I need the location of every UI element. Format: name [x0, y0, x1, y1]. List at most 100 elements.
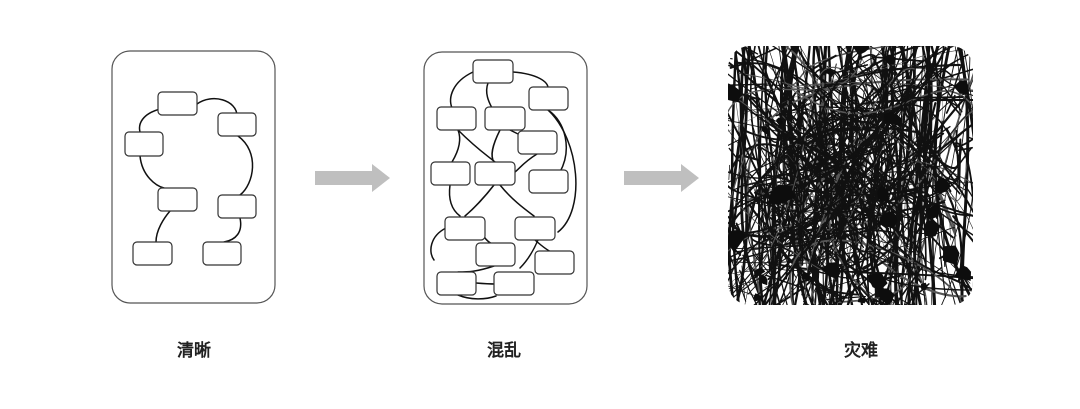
tangle-stroke: [839, 46, 849, 53]
clear-link: [155, 210, 171, 243]
tangle-stroke: [934, 175, 951, 194]
tangle-stroke: [845, 259, 850, 280]
tangle-stroke: [885, 46, 973, 250]
clear-link: [196, 97, 238, 117]
tangle-stroke: [847, 201, 858, 208]
chaos-link: [448, 184, 461, 217]
chaos-node: [517, 130, 558, 155]
clear-node: [217, 194, 257, 219]
tangle-stroke: [907, 140, 914, 187]
tangle-stroke: [874, 139, 880, 156]
tangle-stroke: [728, 135, 746, 156]
tangle-stroke: [913, 125, 951, 152]
chaos-node: [472, 59, 514, 84]
tangle-stroke: [776, 117, 784, 125]
tangle-stroke: [728, 251, 747, 302]
clear-node: [217, 112, 257, 137]
tangle-stroke: [746, 189, 759, 235]
tangle-stroke: [743, 46, 759, 55]
tangle-stroke: [883, 54, 897, 65]
chaos-node: [444, 216, 486, 241]
clear-node: [202, 241, 242, 266]
chaos-node: [493, 271, 535, 296]
tangle-stroke: [852, 86, 866, 123]
tangle-stroke: [866, 292, 878, 301]
tangle-stroke: [961, 74, 973, 108]
tangle-stroke: [728, 230, 746, 253]
tangle-stroke: [823, 227, 867, 236]
chaos-link: [499, 184, 535, 217]
tangle-stroke: [877, 185, 890, 202]
tangle-stroke: [849, 46, 930, 166]
tangle-stroke: [738, 92, 761, 101]
tangle-stroke: [924, 203, 940, 220]
tangle-stroke: [830, 64, 869, 75]
tangle-stroke: [908, 267, 922, 283]
tangle-stroke: [786, 46, 973, 86]
disaster-stage: [728, 46, 973, 305]
tangle-stroke: [753, 293, 763, 302]
tangle-stroke: [812, 46, 828, 305]
tangle-stroke: [884, 93, 973, 209]
tangle-stroke: [888, 150, 916, 201]
clear-links: [138, 97, 254, 243]
chaos-link: [451, 129, 461, 163]
tangle-stroke: [867, 240, 897, 266]
tangle-stroke: [728, 126, 741, 147]
chaos-link: [449, 71, 474, 109]
chaos-stage: [423, 51, 588, 305]
tangle-stroke: [779, 132, 880, 193]
tangle-stroke: [777, 46, 785, 83]
tangle-stroke: [857, 297, 867, 304]
tangle-stroke: [737, 154, 902, 305]
tangle-stroke: [883, 112, 902, 127]
arrow-right-icon: [624, 164, 699, 192]
tangle-stroke: [827, 64, 923, 246]
tangle-stroke: [821, 138, 934, 234]
tangle-stroke: [849, 64, 883, 97]
chaos-node: [528, 169, 569, 194]
tangle-stroke: [862, 122, 899, 146]
disaster-tangle: [728, 46, 973, 305]
tangle-stroke: [767, 101, 907, 265]
clear-nodes: [124, 91, 257, 266]
tangle-stroke: [728, 49, 736, 69]
tangle-stroke: [760, 274, 768, 286]
tangle-stroke: [761, 126, 768, 135]
caption-disaster: 灾难: [844, 340, 878, 361]
tangle-stroke: [728, 284, 759, 298]
tangle-stroke: [882, 71, 889, 96]
chaos-nodes: [430, 59, 575, 296]
tangle-stroke: [846, 125, 859, 148]
tangle-stroke: [805, 198, 808, 213]
tangle-stroke: [728, 164, 731, 181]
tangle-stroke: [822, 93, 866, 117]
clear-stage: [111, 50, 276, 304]
chaos-node: [436, 271, 477, 296]
tangle-stroke: [746, 169, 750, 188]
chaos-node: [534, 250, 575, 275]
tangle-stroke: [792, 178, 926, 243]
tangle-stroke: [796, 159, 801, 185]
tangle-stroke: [743, 155, 761, 162]
clear-link: [223, 217, 242, 243]
tangle-stroke: [746, 93, 973, 220]
tangle-stroke: [841, 46, 906, 305]
tangle-stroke: [872, 298, 919, 305]
tangle-stroke: [768, 260, 771, 273]
tangle-stroke: [812, 54, 837, 70]
tangle-stroke: [742, 254, 756, 274]
tangle-stroke: [728, 55, 730, 65]
chaos-node: [474, 161, 516, 186]
tangle-stroke: [881, 261, 918, 265]
tangle-stroke: [926, 52, 931, 98]
tangle-stroke: [818, 106, 874, 110]
tangle-stroke: [953, 80, 969, 95]
chaos-node: [528, 86, 569, 111]
tangle-stroke: [843, 156, 858, 188]
tangle-stroke: [752, 252, 776, 281]
tangle-stroke: [889, 158, 894, 200]
tangle-stroke: [871, 56, 925, 63]
tangle-stroke: [889, 46, 919, 87]
tangle-stroke: [850, 46, 906, 50]
